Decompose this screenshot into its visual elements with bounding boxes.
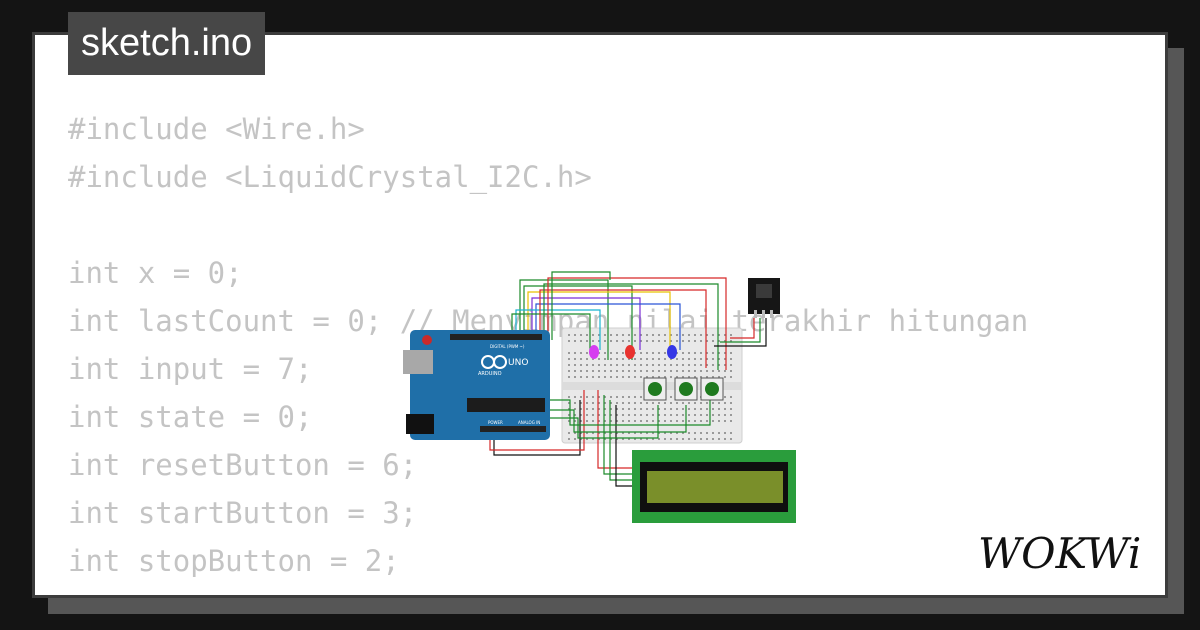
code-line: int resetButton = 6; (68, 448, 418, 482)
digital-header-label: DIGITAL (PWM ~) (490, 344, 525, 349)
wires (489, 271, 767, 487)
lcd-display-module (632, 450, 796, 523)
wokwi-logo-text: WOKWi (978, 529, 1141, 576)
power-header-label: POWER (488, 420, 503, 425)
code-line: #include <LiquidCrystal_I2C.h> (68, 160, 592, 194)
board-name-label: UNO (508, 358, 528, 368)
push-button-reset[interactable] (643, 377, 667, 401)
led-purple (589, 345, 599, 359)
board-brand-label: ARDUINO (478, 371, 502, 377)
code-line: int totalLedPin = 5; (68, 585, 1028, 595)
code-line: int stopButton = 2; (68, 544, 400, 578)
circuit-diagram: UNO ARDUINO DIGITAL (PWM ~) POWER ANALOG… (403, 271, 796, 523)
push-button-stop[interactable] (700, 377, 724, 401)
code-line: int startButton = 3; (68, 496, 418, 530)
code-line: int x = 0; (68, 256, 243, 290)
file-title-tab[interactable]: sketch.ino (68, 12, 266, 75)
led-blue (667, 345, 677, 359)
code-line: int input = 7; (68, 352, 313, 386)
code-line: int state = 0; (68, 400, 313, 434)
analog-header-label: ANALOG IN (518, 420, 540, 425)
code-line: #include <Wire.h> (68, 112, 365, 146)
ir-sensor-module (748, 278, 780, 318)
led-red (625, 345, 635, 359)
arduino-uno-board: UNO ARDUINO DIGITAL (PWM ~) POWER ANALOG… (403, 330, 550, 440)
push-button-start[interactable] (674, 377, 698, 401)
code-block: #include <Wire.h> #include <LiquidCrystal… (68, 105, 1028, 595)
wokwi-logo: WOKWi (978, 529, 1141, 576)
